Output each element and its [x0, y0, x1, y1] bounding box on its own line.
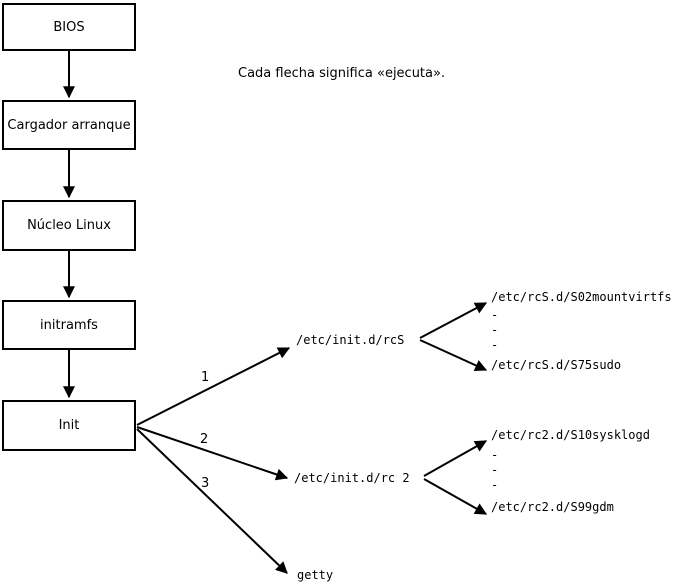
branch-order-2: 2 [200, 432, 209, 447]
node-boot-loader-label: Cargador arranque [7, 117, 131, 133]
path-init-d-rc2: /etc/init.d/rc 2 [294, 471, 410, 485]
arrow-rcs-to-s75 [419, 339, 488, 371]
node-linux-kernel-label: Núcleo Linux [27, 218, 111, 233]
ellipsis-dash: - [491, 323, 499, 337]
path-rc2-s10sysklogd: /etc/rc2.d/S10sysklogd [491, 428, 650, 442]
ellipsis-dash: - [491, 478, 499, 492]
node-init-label: Init [58, 418, 80, 433]
node-initramfs-label: initramfs [40, 317, 98, 333]
node-linux-kernel: Núcleo Linux [2, 200, 136, 251]
ellipsis-dash: - [491, 448, 499, 462]
arrow-init-to-getty [136, 428, 288, 574]
path-getty: getty [297, 568, 334, 582]
branch-order-1: 1 [201, 370, 210, 385]
path-init-d-rcs: /etc/init.d/rcS [296, 333, 405, 347]
path-rcs-s75sudo: /etc/rcS.d/S75sudo [491, 358, 622, 372]
arrow-rc2-to-s10 [423, 440, 488, 477]
ellipsis-dash: - [491, 463, 499, 477]
node-init: Init [2, 400, 136, 451]
arrow-rcs-to-s02 [419, 302, 488, 339]
node-initramfs: initramfs [2, 300, 136, 350]
ellipsis-dash: - [491, 308, 499, 322]
node-bios-label: BIOS [53, 19, 85, 35]
path-rc2-s99gdm: /etc/rc2.d/S99gdm [491, 500, 614, 514]
legend-note: Cada flecha significa «ejecuta». [238, 66, 446, 81]
node-bios: BIOS [2, 3, 136, 51]
arrow-rc2-to-s99 [423, 478, 488, 515]
node-boot-loader: Cargador arranque [2, 100, 136, 150]
path-rcs-s02mountvirtfs: /etc/rcS.d/S02mountvirtfs [491, 290, 672, 304]
arrow-init-to-rc2 [136, 426, 289, 481]
ellipsis-dash: - [491, 338, 499, 352]
branch-order-3: 3 [201, 476, 210, 491]
arrow-init-to-rcs [136, 347, 291, 426]
